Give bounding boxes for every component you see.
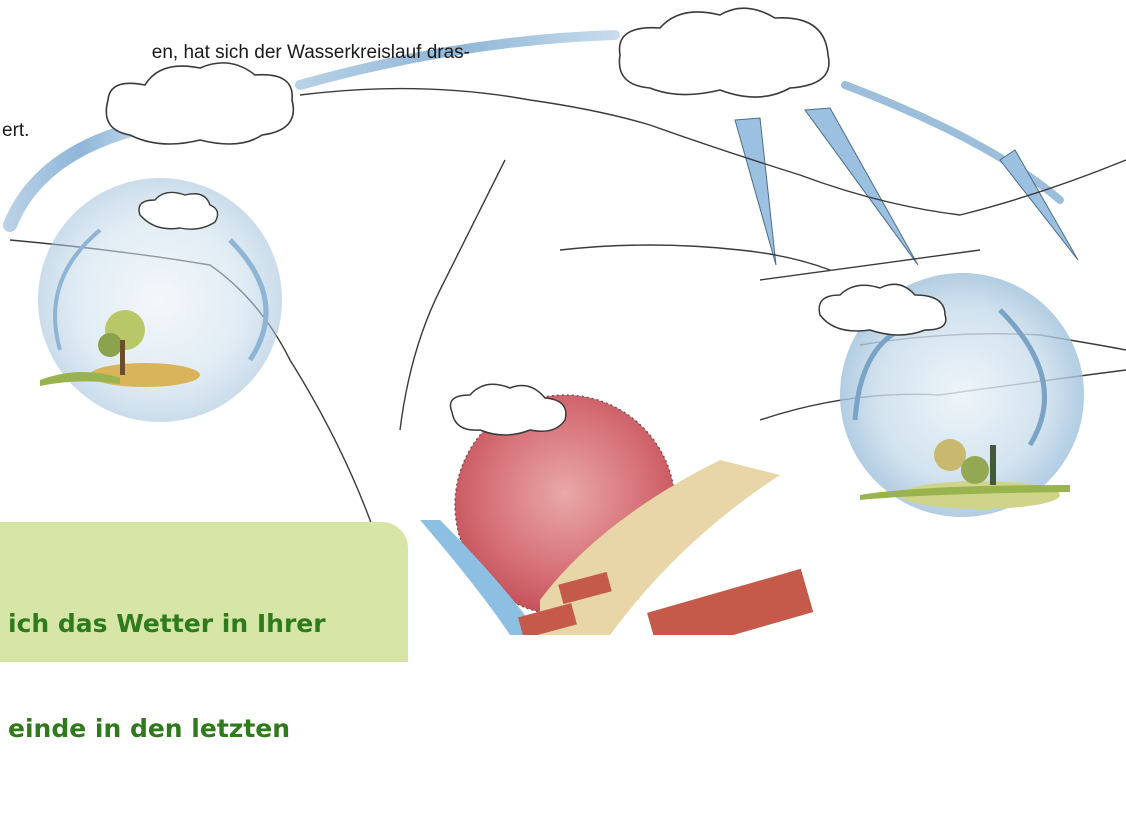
- question-text: ich das Wetter in Ihrer einde in den let…: [8, 536, 326, 816]
- intro-line-1: en, hat sich der Wasserkreislauf dras-: [0, 40, 470, 66]
- cloud-top-right: [619, 8, 829, 97]
- rain-arrows: [735, 108, 1078, 265]
- center-heat-sphere: [420, 384, 813, 635]
- intro-paragraph: en, hat sich der Wasserkreislauf dras- e…: [0, 0, 470, 170]
- question-callout: ich das Wetter in Ihrer einde in den let…: [0, 522, 408, 662]
- left-water-sphere: [38, 178, 282, 422]
- question-line-1: ich das Wetter in Ihrer: [8, 606, 326, 641]
- question-line-2: einde in den letzten: [8, 711, 326, 746]
- cloud-center: [450, 384, 565, 435]
- right-water-sphere: [819, 273, 1084, 517]
- intro-line-2: ert.: [0, 118, 470, 144]
